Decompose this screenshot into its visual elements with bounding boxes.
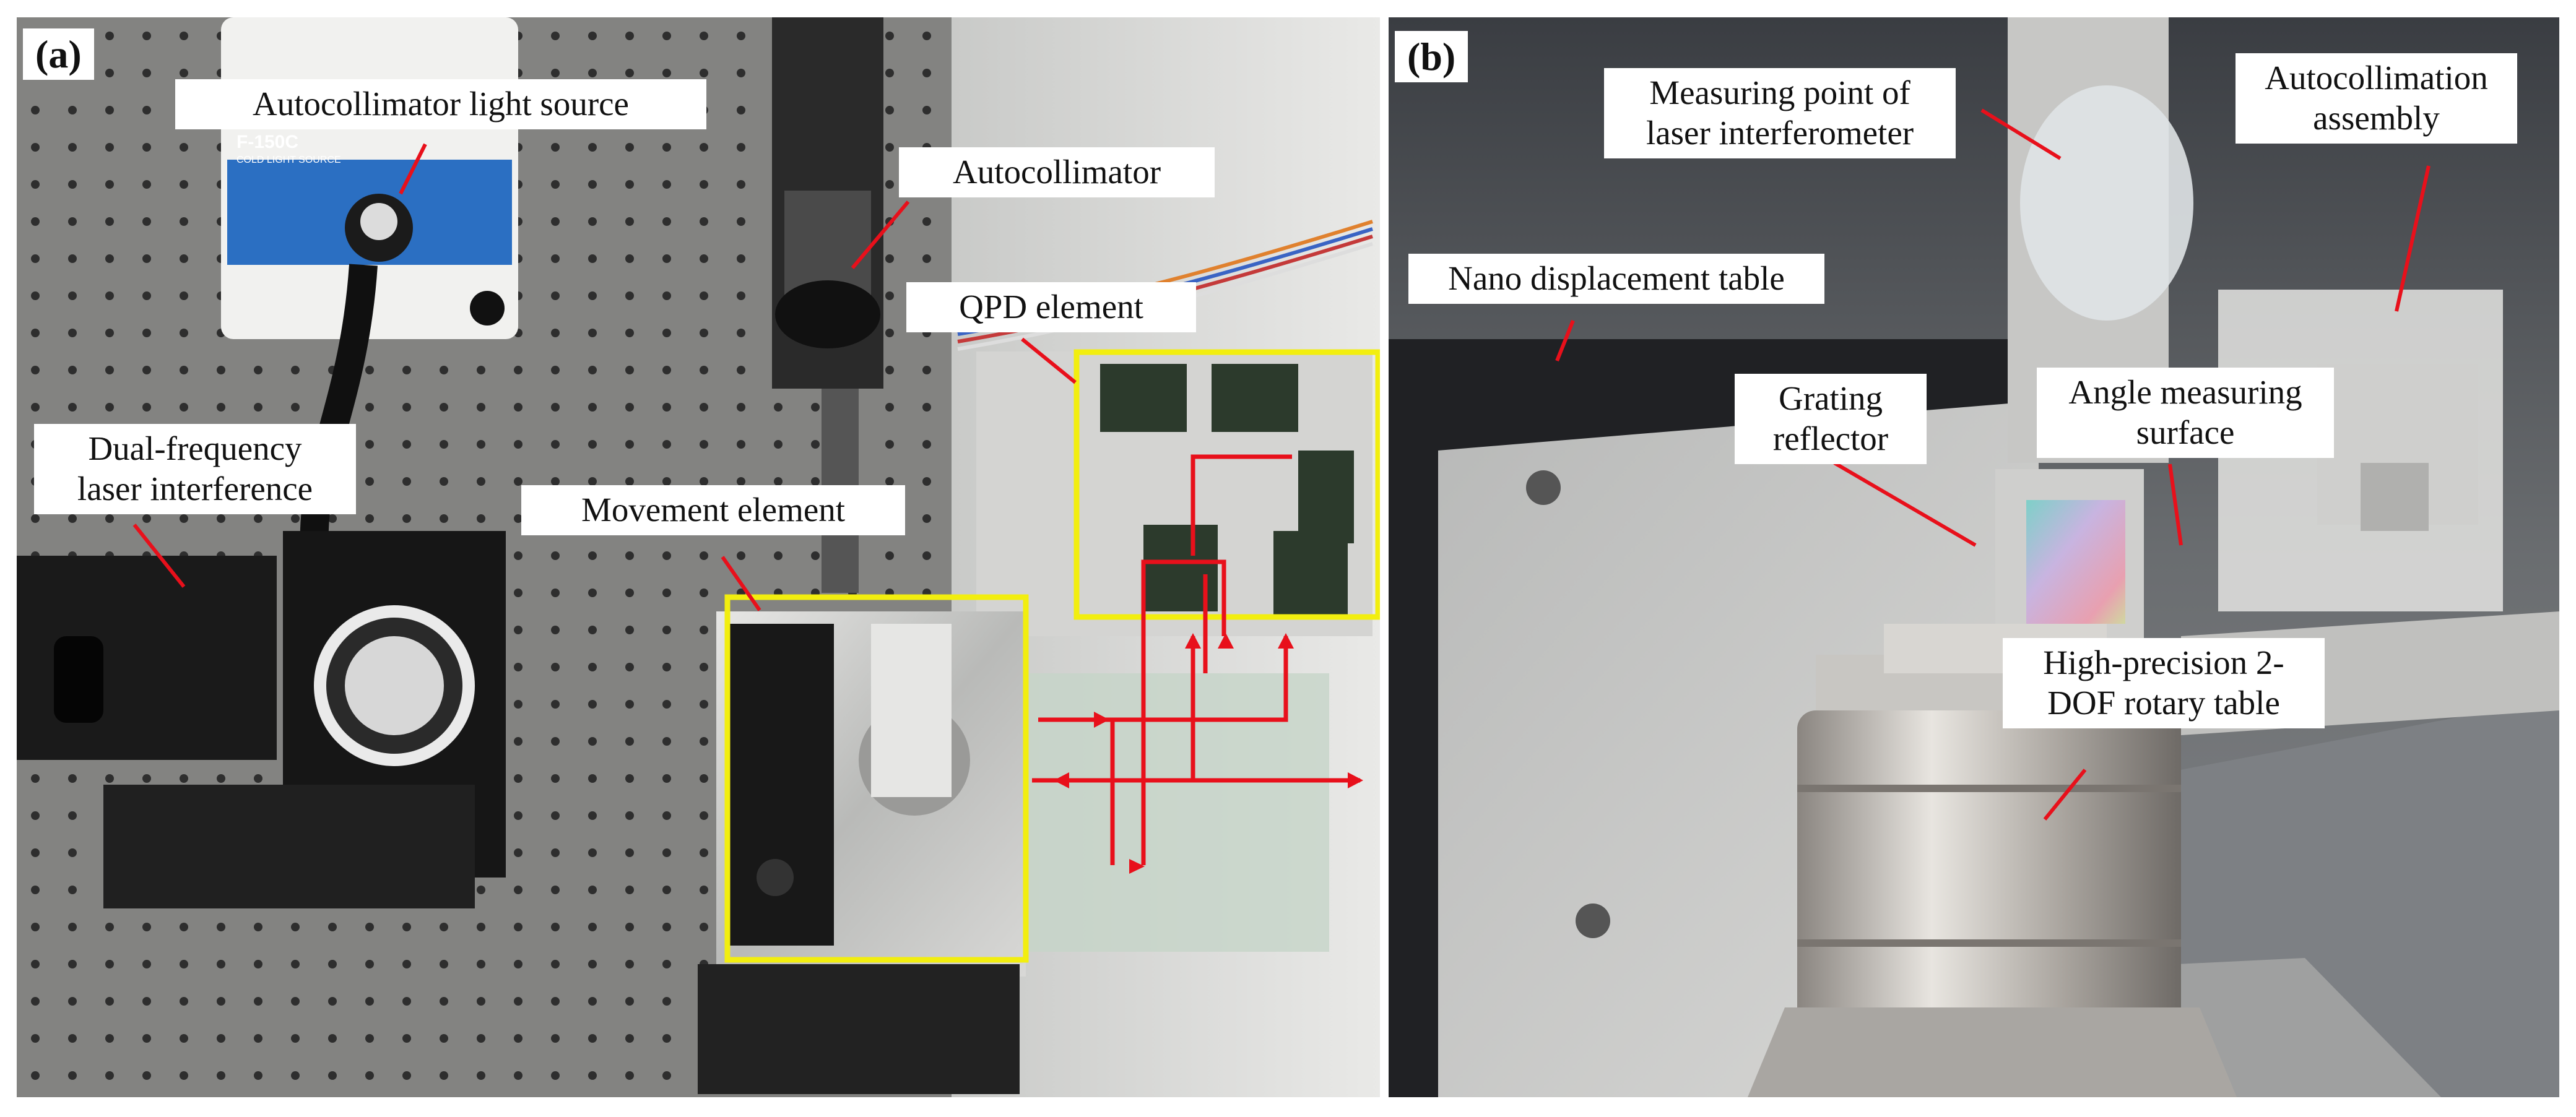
label-text: Autocollimator — [952, 153, 1161, 191]
glass-prism — [995, 673, 1329, 952]
label-line-1: Dual-frequency — [88, 429, 302, 467]
lamp-brand-text: F-150C — [236, 132, 299, 152]
qpd-highlight-box — [1073, 349, 1380, 620]
label-line-2: laser interference — [77, 469, 313, 507]
label-line-1: Grating — [1778, 379, 1883, 417]
label-dual-frequency-laser: Dual-frequency laser interference — [34, 424, 356, 514]
label-text: Nano displacement table — [1448, 259, 1785, 297]
label-line-2: assembly — [2313, 98, 2440, 137]
label-text: Movement element — [581, 491, 846, 528]
panel-b-tag: (b) — [1395, 31, 1468, 83]
label-line-1: High-precision 2- — [2043, 644, 2284, 681]
qpd-boards — [1100, 364, 1354, 618]
panel-a-tag: (a) — [23, 28, 94, 80]
panel-b-leader-lines — [1555, 108, 2431, 821]
panel-a-photo: (a) Autocollimator light source Autocoll… — [17, 17, 1380, 1097]
autocollimator-tube — [772, 17, 883, 593]
label-measuring-point: Measuring point of laser interferometer — [1604, 68, 1956, 158]
label-movement-element: Movement element — [521, 485, 905, 535]
label-autocollimation-assembly: Autocollimation assembly — [2236, 53, 2517, 144]
panel-b-photo: (b) Measuring point of laser interferome… — [1389, 17, 2559, 1097]
beam-paths — [1032, 454, 1360, 865]
label-text: Autocollimator light source — [253, 85, 629, 123]
label-autocollimator-light-source: Autocollimator light source — [175, 79, 706, 129]
movement-highlight-box — [724, 594, 1029, 963]
movement-stage — [698, 611, 1026, 1094]
label-qpd-element: QPD element — [906, 282, 1196, 332]
label-autocollimator: Autocollimator — [899, 147, 1215, 197]
label-line-1: Autocollimation — [2265, 59, 2488, 97]
label-grating-reflector: Grating reflector — [1735, 374, 1927, 464]
label-line-2: DOF rotary table — [2047, 683, 2280, 722]
label-nano-displacement-table: Nano displacement table — [1408, 254, 1824, 304]
label-line-1: Measuring point of — [1649, 74, 1910, 111]
grating-surface — [2026, 500, 2125, 624]
label-line-2: surface — [2136, 413, 2235, 451]
label-line-2: laser interferometer — [1646, 113, 1914, 152]
panel-b-scene — [1389, 17, 2559, 1097]
beam-arrows — [1054, 633, 1363, 874]
lamp-subtitle-text: COLD LIGHT SOURCE — [236, 155, 341, 165]
label-rotary-table: High-precision 2- DOF rotary table — [2003, 638, 2325, 728]
panel-a-leader-lines — [132, 143, 1077, 611]
label-angle-measuring-surface: Angle measuring surface — [2037, 368, 2334, 458]
laser-head — [17, 531, 506, 908]
label-line-2: reflector — [1772, 419, 1889, 457]
label-line-1: Angle measuring — [2068, 373, 2302, 411]
label-text: QPD element — [959, 288, 1143, 326]
